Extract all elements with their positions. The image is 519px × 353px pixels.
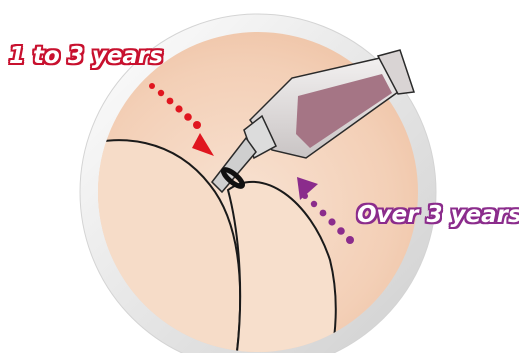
age-label-over-3-years: Over 3 years [357,204,519,227]
age-label-1-to-3-years: 1 to 3 years [9,45,163,68]
